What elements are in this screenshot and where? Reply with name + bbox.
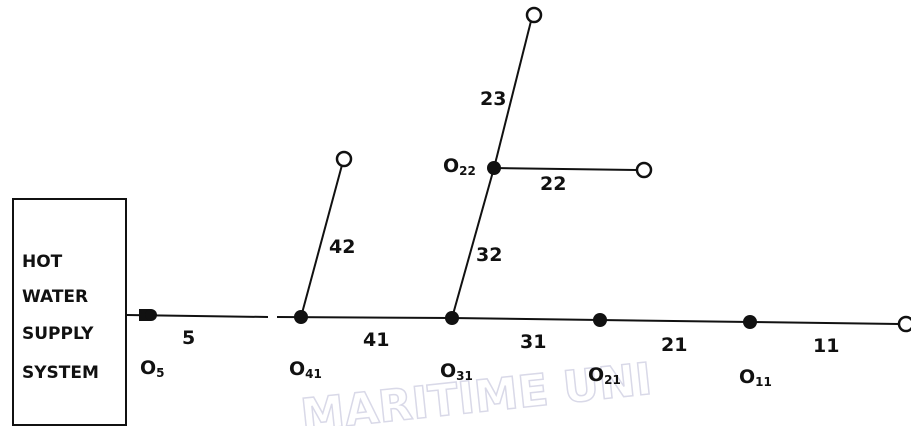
segment-label-42: 42 <box>329 236 355 258</box>
node-label-11: O11 <box>739 366 772 389</box>
supply-system-box <box>12 198 127 426</box>
segment-label-21: 21 <box>661 334 687 356</box>
pipe-segment-23 <box>493 20 532 169</box>
segment-label-5: 5 <box>182 327 195 349</box>
node-11 <box>743 315 757 329</box>
node-label-21: O21 <box>588 364 621 387</box>
pipe-segment-22 <box>493 167 638 171</box>
pipe-segment-32 <box>451 167 495 319</box>
supply-box-line-2: WATER <box>22 287 88 307</box>
node-22 <box>487 161 501 175</box>
node-label-31: O31 <box>440 360 473 383</box>
pipe-segment-11 <box>749 321 900 325</box>
node-label-22: O22 <box>443 155 476 178</box>
segment-label-22: 22 <box>540 173 566 195</box>
fixture-end-23 <box>525 6 543 24</box>
fixture-end-22 <box>635 161 653 179</box>
node-5 <box>145 309 157 321</box>
segment-label-31: 31 <box>520 331 546 353</box>
supply-box-line-1: HOT <box>22 252 63 272</box>
supply-box-line-3: SUPPLY <box>22 324 94 344</box>
segment-label-32: 32 <box>476 244 502 266</box>
fixture-end-42 <box>335 150 353 168</box>
pipe-segment-21 <box>599 319 751 323</box>
node-label-41: O41 <box>289 358 322 381</box>
node-31 <box>445 311 459 325</box>
segment-label-41: 41 <box>363 329 389 351</box>
node-21 <box>593 313 607 327</box>
pipe-segment-31 <box>451 317 601 321</box>
fixture-end-11 <box>897 315 911 333</box>
segment-label-23: 23 <box>480 88 506 110</box>
segment-label-11: 11 <box>813 335 839 357</box>
node-label-5: O5 <box>140 357 165 380</box>
node-41 <box>294 310 308 324</box>
supply-box-line-4: SYSTEM <box>22 363 99 383</box>
pipe-segment-42 <box>300 164 343 318</box>
